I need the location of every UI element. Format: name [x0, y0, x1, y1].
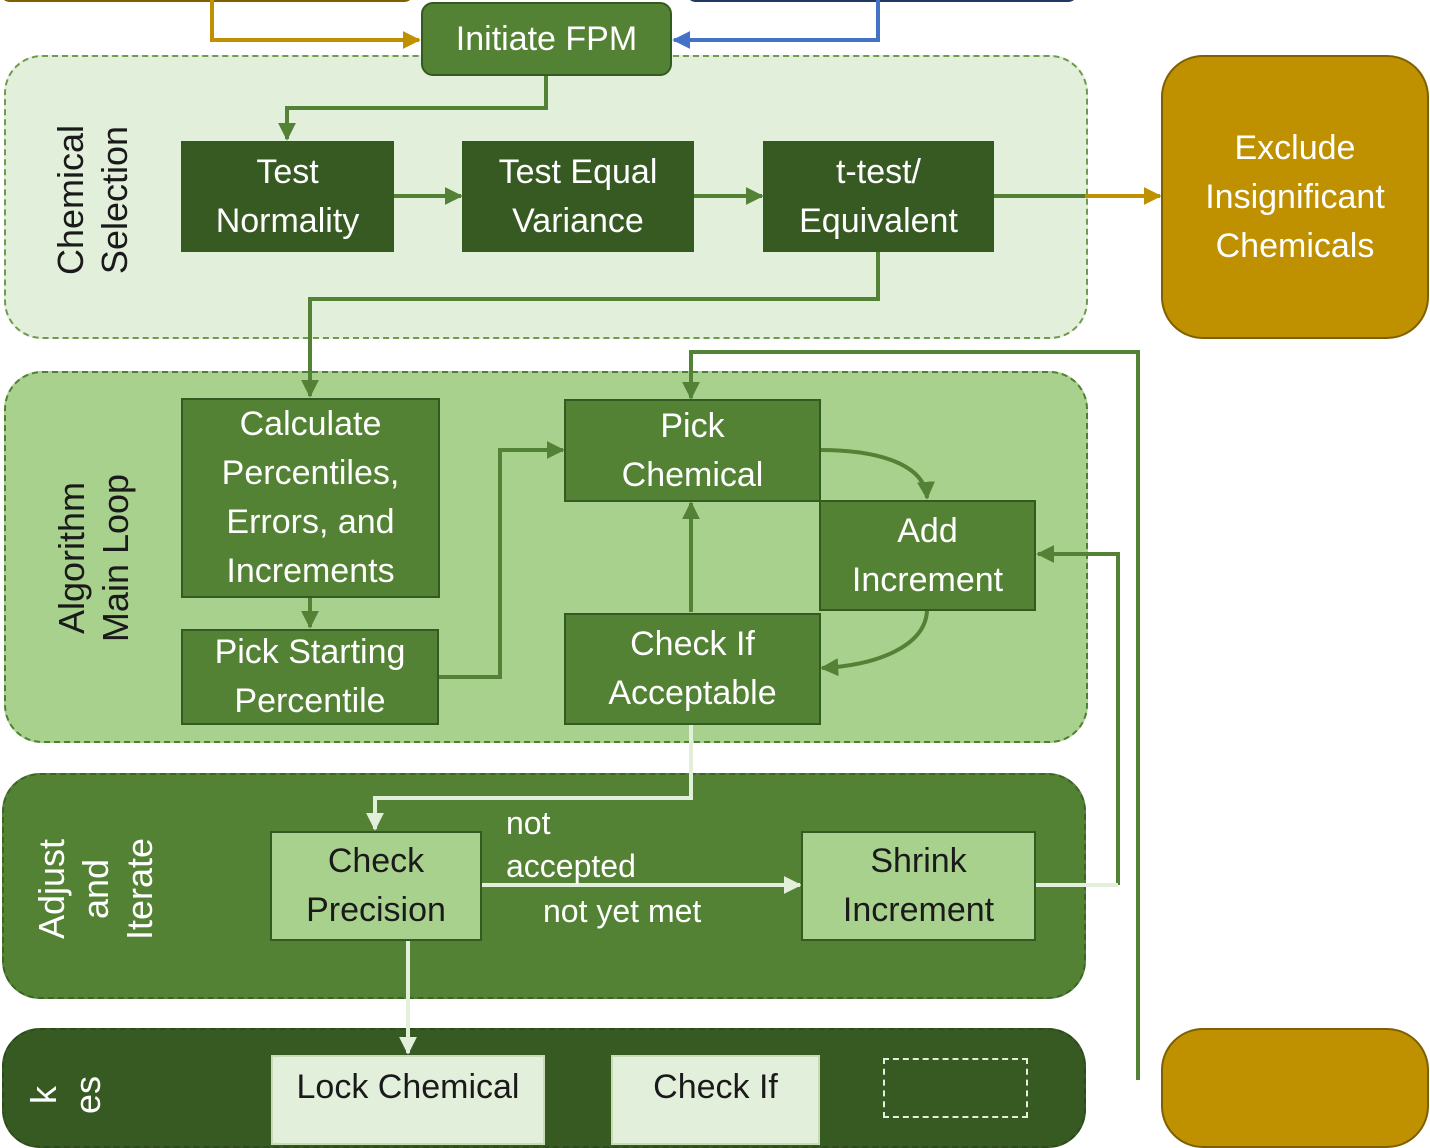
- arrow-loop-return-to-pick-chemical: [682, 350, 1140, 1080]
- connector-arrows: [210, 0, 1162, 1080]
- test-normality-node: Test Normality: [181, 141, 394, 252]
- check-precision-node: Check Precision: [270, 831, 482, 941]
- arrow-check-acceptable-to-precision: [366, 725, 693, 831]
- bottom-gold-box-partial: [1161, 1028, 1429, 1148]
- shrink-increment-node: Shrink Increment: [801, 831, 1036, 941]
- arrow-top-blue-to-initiate: [672, 0, 880, 49]
- check-if-acceptable-node: Check If Acceptable: [564, 613, 821, 725]
- check-if-bottom-node: Check If: [611, 1055, 820, 1145]
- arrow-top-gold-to-initiate: [210, 0, 421, 49]
- exclude-insignificant-chemicals-node: Exclude Insignificant Chemicals: [1161, 55, 1429, 339]
- pick-starting-percentile-node: Pick Starting Percentile: [181, 629, 439, 725]
- add-increment-node: Add Increment: [819, 500, 1036, 611]
- not-yet-met-label: not yet met: [543, 893, 702, 929]
- arrow-pick-starting-to-pick-chemical: [438, 441, 565, 679]
- calculate-percentiles-node: Calculate Percentiles, Errors, and Incre…: [181, 398, 440, 598]
- arrow-initiate-to-normality: [278, 76, 548, 141]
- dashed-placeholder-box: [883, 1058, 1028, 1118]
- arrow-shrink-to-add-increment-green: [1036, 545, 1120, 885]
- pick-chemical-node: Pick Chemical: [564, 399, 821, 502]
- test-equal-variance-node: Test Equal Variance: [462, 141, 694, 252]
- arrow-ttest-to-calculate: [301, 252, 880, 398]
- arrow-add-increment-to-check-acceptable: [820, 610, 929, 677]
- initiate-fpm-node: Initiate FPM: [421, 2, 672, 76]
- not-accepted-label: not accepted: [506, 805, 636, 884]
- ttest-equivalent-node: t-test/ Equivalent: [763, 141, 994, 252]
- lock-chemical-node: Lock Chemical: [271, 1055, 545, 1145]
- arrow-pick-chemical-to-add-increment: [819, 448, 935, 500]
